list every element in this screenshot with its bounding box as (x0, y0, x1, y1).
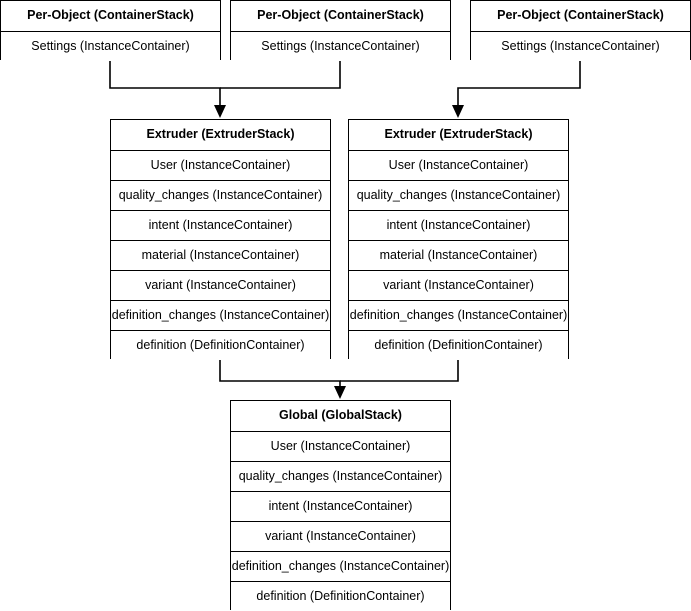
stack-row[interactable]: definition (DefinitionContainer) (231, 581, 450, 611)
stack-row[interactable]: quality_changes (InstanceContainer) (349, 180, 568, 210)
extruder-stack-1-header: Extruder (ExtruderStack) (111, 120, 330, 150)
stack-row[interactable]: User (InstanceContainer) (231, 431, 450, 461)
per-object-container-stack-3[interactable]: Per-Object (ContainerStack)Settings (Ins… (470, 0, 691, 61)
per-object-container-stack-2-header: Per-Object (ContainerStack) (231, 1, 450, 31)
global-stack-header: Global (GlobalStack) (231, 401, 450, 431)
stack-row[interactable]: Settings (InstanceContainer) (1, 31, 220, 61)
stack-row[interactable]: definition (DefinitionContainer) (111, 330, 330, 360)
stack-row[interactable]: intent (InstanceContainer) (111, 210, 330, 240)
stack-row[interactable]: intent (InstanceContainer) (349, 210, 568, 240)
arrowhead-to-extruder-1 (214, 105, 226, 118)
connector-per-object-2-to-extruder-1 (220, 60, 341, 89)
stack-row[interactable]: intent (InstanceContainer) (231, 491, 450, 521)
stack-row[interactable]: variant (InstanceContainer) (111, 270, 330, 300)
stack-row[interactable]: quality_changes (InstanceContainer) (231, 461, 450, 491)
extruder-stack-1[interactable]: Extruder (ExtruderStack)User (InstanceCo… (110, 119, 331, 360)
stack-row[interactable]: definition_changes (InstanceContainer) (111, 300, 330, 330)
stack-row[interactable]: definition_changes (InstanceContainer) (349, 300, 568, 330)
stack-row[interactable]: User (InstanceContainer) (349, 150, 568, 180)
connector-extruder-1-to-global (219, 359, 341, 393)
extruder-stack-2[interactable]: Extruder (ExtruderStack)User (InstanceCo… (348, 119, 569, 360)
per-object-container-stack-3-header: Per-Object (ContainerStack) (471, 1, 690, 31)
stack-row[interactable]: variant (InstanceContainer) (349, 270, 568, 300)
stack-row[interactable]: Settings (InstanceContainer) (231, 31, 450, 61)
stack-row[interactable]: quality_changes (InstanceContainer) (111, 180, 330, 210)
stack-row[interactable]: variant (InstanceContainer) (231, 521, 450, 551)
arrowhead-to-extruder-2 (452, 105, 464, 118)
per-object-container-stack-1-header: Per-Object (ContainerStack) (1, 1, 220, 31)
stack-row[interactable]: material (InstanceContainer) (349, 240, 568, 270)
arrowhead-to-global (334, 386, 346, 399)
stack-row[interactable]: User (InstanceContainer) (111, 150, 330, 180)
global-stack[interactable]: Global (GlobalStack)User (InstanceContai… (230, 400, 451, 611)
stack-row[interactable]: material (InstanceContainer) (111, 240, 330, 270)
connector-extruder-2-to-global (340, 359, 459, 382)
stack-row[interactable]: definition_changes (InstanceContainer) (231, 551, 450, 581)
stack-row[interactable]: Settings (InstanceContainer) (471, 31, 690, 61)
per-object-container-stack-1[interactable]: Per-Object (ContainerStack)Settings (Ins… (0, 0, 221, 61)
connector-per-object-1-to-extruder-1 (109, 60, 221, 112)
per-object-container-stack-2[interactable]: Per-Object (ContainerStack)Settings (Ins… (230, 0, 451, 61)
connector-per-object-3-to-extruder-2 (457, 60, 581, 112)
extruder-stack-2-header: Extruder (ExtruderStack) (349, 120, 568, 150)
stack-row[interactable]: definition (DefinitionContainer) (349, 330, 568, 360)
